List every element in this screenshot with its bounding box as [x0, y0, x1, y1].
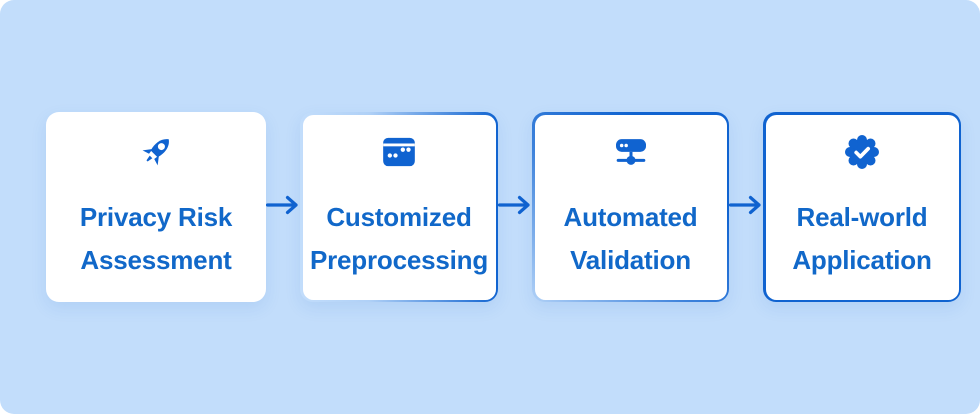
- step-label: Real-world Application: [792, 202, 932, 275]
- step-label: Privacy Risk Assessment: [79, 202, 233, 275]
- step-card-body: Real-world Application: [765, 114, 959, 300]
- rocket-icon: [136, 132, 176, 172]
- step-card-privacy-risk-assessment: Privacy Risk Assessment: [46, 112, 266, 302]
- step-label: Customized Preprocessing: [309, 202, 489, 275]
- window-dots-icon: [379, 132, 419, 172]
- step-card-body: Automated Validation: [534, 114, 727, 300]
- step-card-body: Privacy Risk Assessment: [48, 114, 264, 300]
- server-network-icon: [611, 132, 651, 172]
- right-arrow-icon: [497, 194, 532, 221]
- verified-badge-icon: [842, 132, 882, 172]
- step-label: Automated Validation: [563, 202, 698, 275]
- step-card-automated-validation: Automated Validation: [532, 112, 729, 302]
- flow-arrow: [728, 194, 763, 221]
- right-arrow-icon: [728, 194, 763, 221]
- step-card-customized-preprocessing: Customized Preprocessing: [300, 112, 498, 302]
- process-flow: Privacy Risk Assessment: [46, 112, 961, 302]
- step-card-real-world-application: Real-world Application: [763, 112, 961, 302]
- flow-arrow: [265, 194, 300, 221]
- right-arrow-icon: [265, 194, 300, 221]
- step-card-body: Customized Preprocessing: [302, 114, 496, 300]
- flow-arrow: [497, 194, 532, 221]
